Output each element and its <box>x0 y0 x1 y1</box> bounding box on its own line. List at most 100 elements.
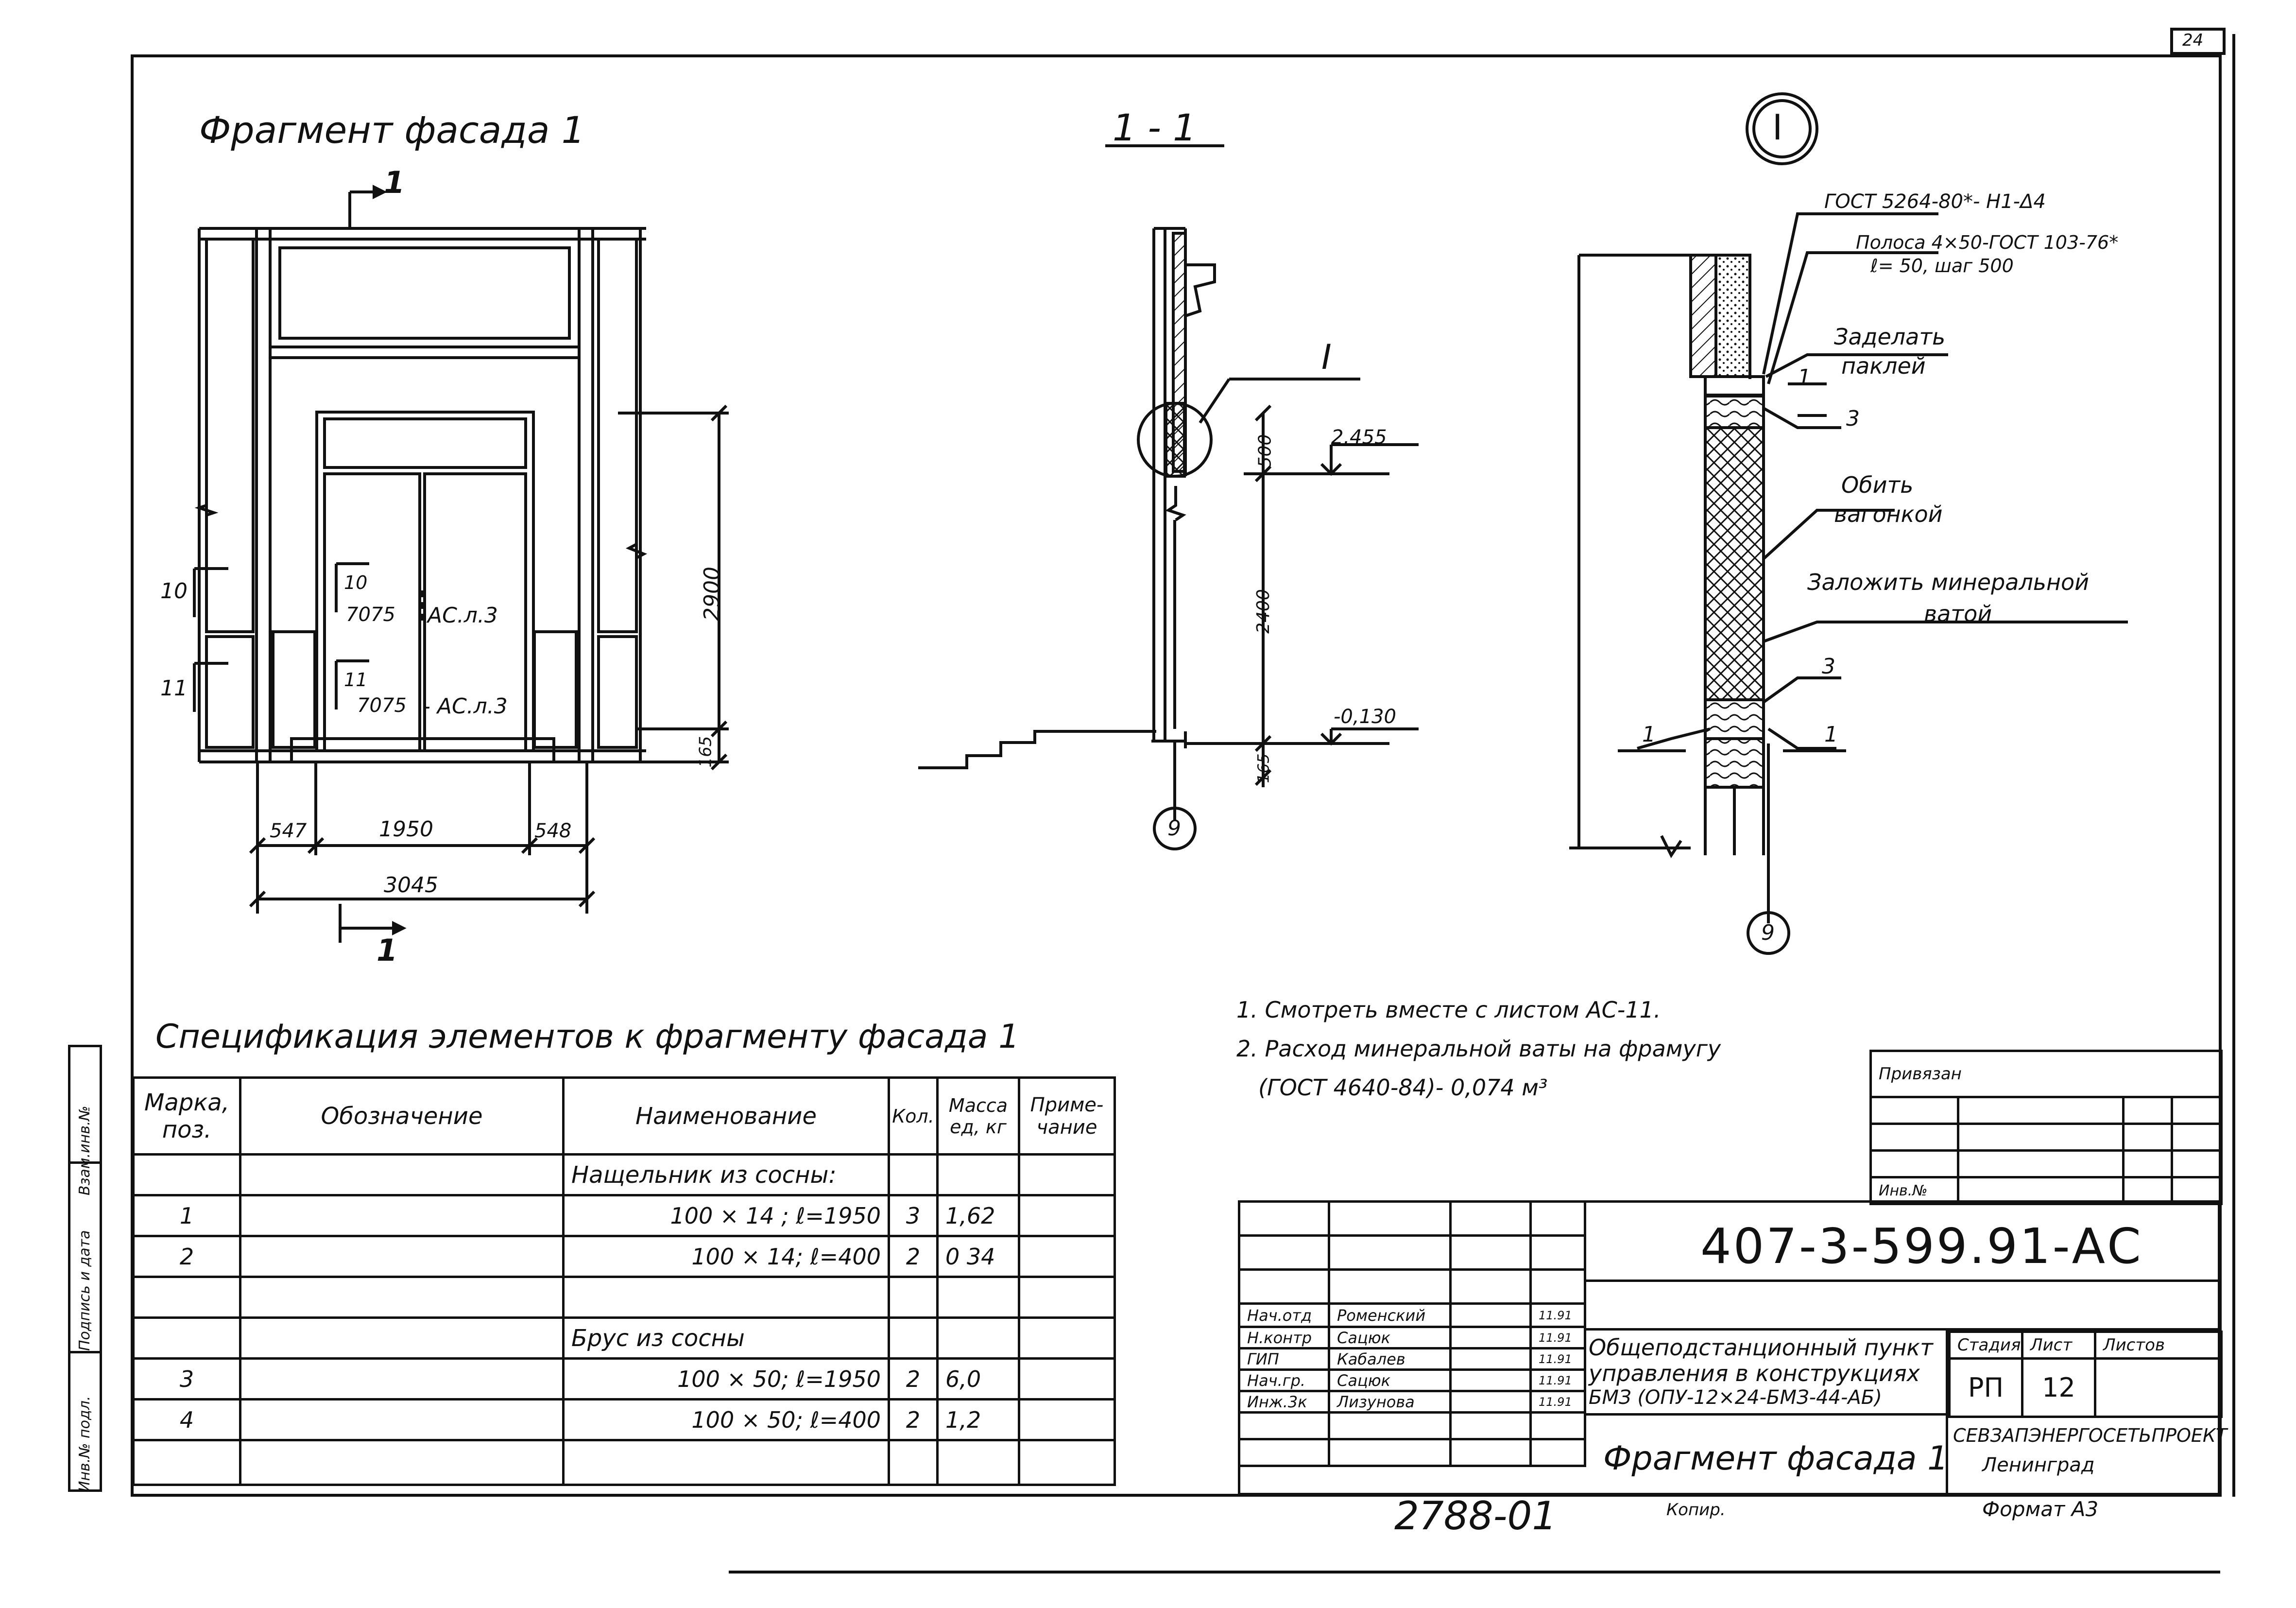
table-row <box>132 1439 1116 1486</box>
table-row: 4 100 × 50; ℓ=400 2 1,2 <box>132 1398 1116 1441</box>
sig-signature <box>1449 1368 1532 1392</box>
cell-note <box>1018 1235 1116 1278</box>
note-wool-2: ватой <box>1924 601 1992 627</box>
table-row: Брус из сосны <box>132 1316 1116 1360</box>
corner-mark: 24 <box>2182 31 2204 50</box>
sig-role: Инж.3к <box>1238 1390 1330 1414</box>
sig-date: 11.91 <box>1529 1347 1586 1371</box>
note-2: 2. Расход минеральной ваты на фрамугу <box>1236 1036 1721 1062</box>
cell-designation <box>239 1276 565 1319</box>
sig-role: ГИП <box>1238 1347 1330 1371</box>
cell-note <box>1018 1439 1116 1486</box>
ref-7075-b: 7075 <box>357 694 407 717</box>
cell-qty: 2 <box>888 1398 939 1441</box>
col-mark: Марка, поз. <box>132 1076 241 1156</box>
cell-name: 100 × 14; ℓ=400 <box>562 1235 890 1278</box>
sheet-header: Лист <box>2021 1331 2096 1360</box>
sig-date: 11.91 <box>1529 1326 1586 1349</box>
sig-name: Сацюк <box>1328 1368 1452 1392</box>
cell-mark <box>132 1276 241 1319</box>
cell-mark: 4 <box>132 1398 241 1441</box>
section-title: 1 - 1 <box>1113 106 1197 149</box>
signature-row: Инж.3к Лизунова 11.91 <box>1238 1390 1586 1414</box>
cell-name: Брус из сосны <box>562 1316 890 1360</box>
stage-table: Стадия Лист Листов РП 12 <box>1948 1331 2223 1418</box>
facade-drawing <box>193 185 729 943</box>
cell-mass <box>936 1153 1020 1196</box>
cell-name: 100 × 50; ℓ=1950 <box>562 1357 890 1401</box>
sig-role: Нач.гр. <box>1238 1368 1330 1392</box>
sig-date: 11.91 <box>1529 1390 1586 1414</box>
cell-note <box>1018 1357 1116 1401</box>
cell-qty <box>888 1316 939 1360</box>
section-axis-9: 9 <box>1167 816 1181 841</box>
cell-note <box>1018 1276 1116 1319</box>
dim-3045: 3045 <box>384 873 438 898</box>
organization: СЕВЗАПЭНЕРГОСЕТЬПРОЕКТ <box>1953 1425 2227 1446</box>
code-cell: 407-3-599.91-АС <box>1584 1200 2220 1282</box>
cell-mass <box>936 1276 1020 1319</box>
sig-signature <box>1449 1326 1532 1349</box>
dim-165-facade: 165 <box>696 736 716 768</box>
marker-11-left: 11 <box>160 676 188 701</box>
marker-10: 10 <box>344 572 368 593</box>
archive-number: 2788-01 <box>1394 1493 1557 1539</box>
cell-mass: 1,62 <box>936 1194 1020 1237</box>
col-note: Приме- чание <box>1018 1076 1116 1156</box>
sig-role: Н.контр <box>1238 1326 1330 1349</box>
cell-designation <box>239 1316 565 1360</box>
cell-note <box>1018 1316 1116 1360</box>
note-1: 1. Смотреть вместе с листом АС-11. <box>1236 997 1661 1023</box>
sheets-value <box>2094 1357 2223 1418</box>
side-stamp: Инв.№ подл. Подпись и дата Взам.инв.№ <box>68 1045 102 1492</box>
table-row: Нащельник из сосны: <box>132 1153 1116 1196</box>
cell-mark <box>132 1153 241 1196</box>
dim-547: 547 <box>270 820 307 842</box>
dim-165-section: 165 <box>1254 753 1273 783</box>
note-wool-1: Заложить минеральной <box>1807 569 2090 595</box>
sig-name: Кабалев <box>1328 1347 1452 1371</box>
cell-mark <box>132 1316 241 1360</box>
cell-mark: 2 <box>132 1235 241 1278</box>
cell-note <box>1018 1398 1116 1441</box>
col-qty: Кол. <box>888 1076 939 1156</box>
section-callout: I <box>1321 337 1332 377</box>
cell-mass <box>936 1316 1020 1360</box>
sheet-format: Формат А3 <box>1982 1497 2099 1521</box>
cell-qty: 2 <box>888 1357 939 1401</box>
side-stamp-inv: Инв.№ подл. <box>76 1396 93 1492</box>
cell-mass <box>936 1439 1020 1486</box>
project-line-3: БМЗ (ОПУ-12×24-БМЗ-44-АБ) <box>1589 1386 1882 1409</box>
sig-signature <box>1449 1302 1532 1328</box>
sig-name: Сацюк <box>1328 1326 1452 1349</box>
note-clad-2: вагонкой <box>1834 501 1943 527</box>
side-stamp-sign: Подпись и дата <box>76 1230 93 1351</box>
marker-10-left: 10 <box>160 579 188 604</box>
signature-row: ГИП Кабалев 11.91 <box>1238 1347 1586 1371</box>
note-strip-2: ℓ= 50, шаг 500 <box>1870 255 2014 277</box>
sheet-title: Фрагмент фасада 1 <box>1603 1439 1949 1478</box>
col-designation: Обозначение <box>239 1076 565 1156</box>
sig-role: Нач.отд <box>1238 1302 1330 1328</box>
blank-cell <box>1584 1282 2220 1331</box>
drawing-code: 407-3-599.91-АС <box>1700 1218 2143 1275</box>
sheet-title-cell: Фрагмент фасада 1 <box>1584 1416 1948 1495</box>
dim-2900: 2900 <box>699 567 724 621</box>
pos-1-right: 1 <box>1824 722 1838 747</box>
sheet-frame <box>131 54 2222 1497</box>
spec-title: Спецификация элементов к фрагменту фасад… <box>155 1018 1020 1056</box>
marker-11: 11 <box>344 669 368 691</box>
cell-qty <box>888 1439 939 1486</box>
note-seal-1: Заделать <box>1834 324 1946 350</box>
signature-row: Нач.гр. Сацюк 11.91 <box>1238 1368 1586 1392</box>
stage-header: Стадия <box>1948 1331 2023 1360</box>
cell-qty: 2 <box>888 1235 939 1278</box>
sheets-header: Листов <box>2094 1331 2223 1360</box>
detail-title: I <box>1772 107 1783 148</box>
project-cell: Общеподстанционный пункт управления в ко… <box>1584 1331 1948 1416</box>
table-row: 3 100 × 50; ℓ=1950 2 6,0 <box>132 1357 1116 1401</box>
cell-name <box>562 1276 890 1319</box>
table-row: 1 100 × 14 ; ℓ=1950 3 1,62 <box>132 1194 1116 1237</box>
sig-date: 11.91 <box>1529 1368 1586 1392</box>
note-strip-1: Полоса 4×50-ГОСТ 103-76* <box>1856 232 2119 253</box>
